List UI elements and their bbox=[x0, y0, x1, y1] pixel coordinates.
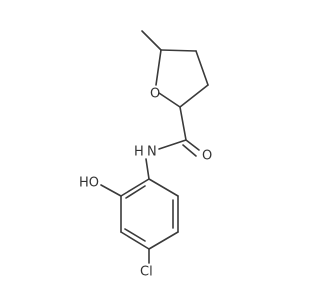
bond-aryl-c6-c1 bbox=[148, 178, 179, 197]
bond-carbonyl-double-a bbox=[185, 139, 200, 151]
bond-carbonyl-double-b bbox=[182, 144, 197, 157]
amide-nitrogen-label: N bbox=[147, 145, 157, 160]
bond-aryl-c3-c4 bbox=[120, 231, 150, 250]
bond-aryl-inner-2 bbox=[124, 228, 146, 242]
bond-ring-o-c5 bbox=[155, 49, 162, 86]
chlorine-label: Cl bbox=[140, 265, 153, 280]
bond-aryl-c1-c2 bbox=[120, 178, 150, 197]
hydroxyl-label: HO bbox=[79, 176, 99, 191]
bond-ring-c4-c3 bbox=[195, 50, 209, 86]
carbonyl-oxygen-label: O bbox=[202, 149, 212, 164]
ring-oxygen-label: O bbox=[150, 87, 160, 102]
bond-methyl bbox=[141, 30, 162, 51]
bond-ring-c2-o bbox=[158, 92, 181, 108]
amide-hydrogen-label: H bbox=[134, 145, 144, 160]
bond-carbonyl-n bbox=[158, 139, 187, 150]
bond-aryl-c4-c5 bbox=[148, 231, 179, 250]
bond-aryl-inner-1 bbox=[125, 185, 146, 199]
bond-aryl-hydroxyl bbox=[100, 184, 122, 197]
bond-n-aryl bbox=[145, 158, 150, 180]
molecule-structure: O O N H HO Cl bbox=[79, 30, 212, 280]
bond-c2-carbonyl bbox=[179, 106, 187, 141]
bond-ring-c3-c2 bbox=[179, 84, 209, 108]
bond-ring-c5-c4 bbox=[160, 49, 197, 52]
